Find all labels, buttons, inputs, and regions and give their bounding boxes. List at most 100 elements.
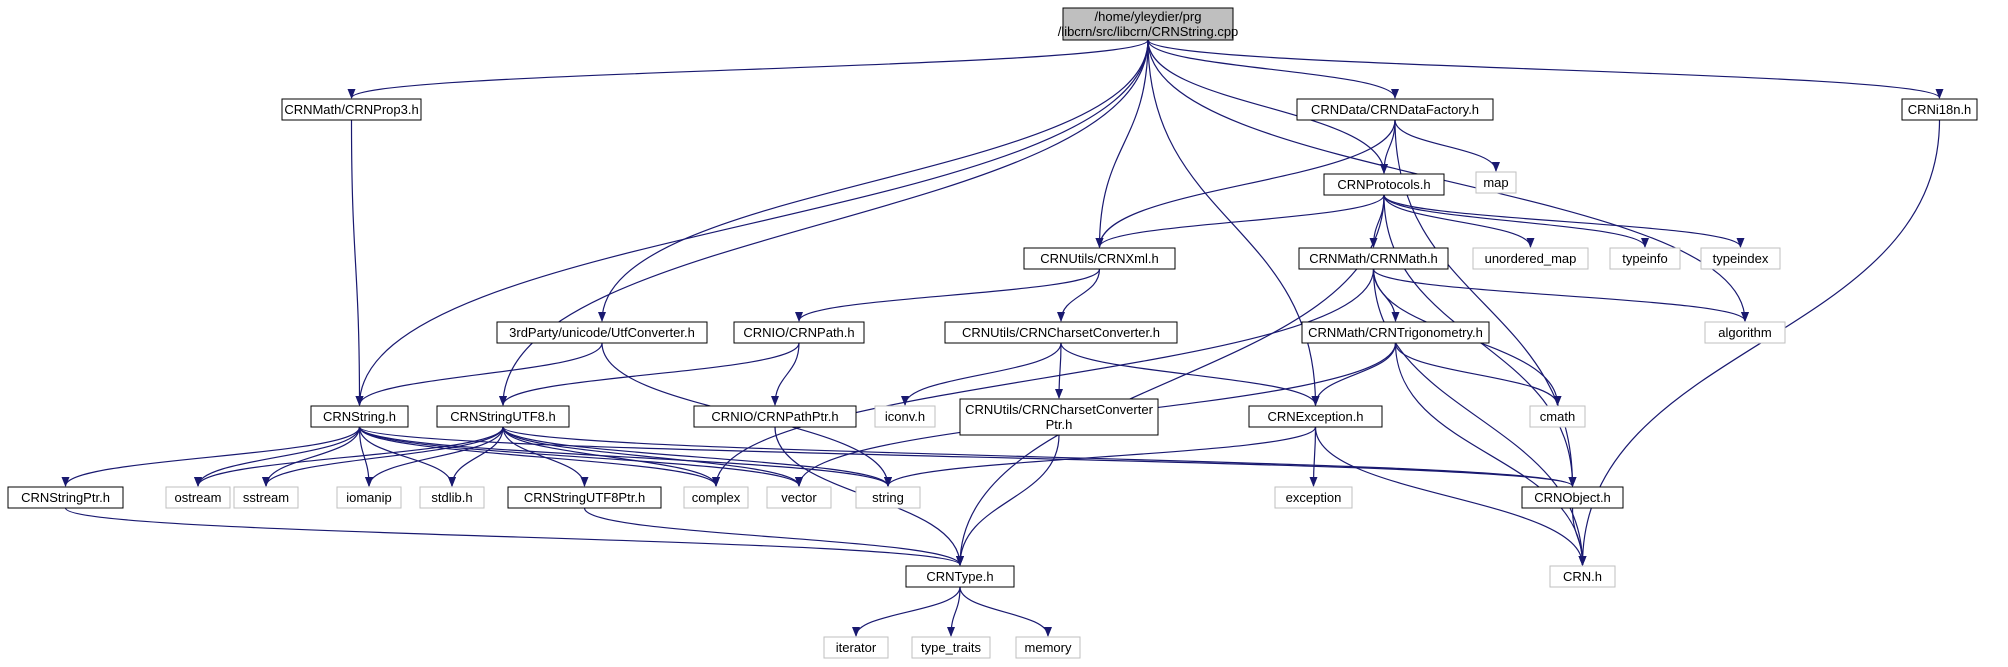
edge-crnstring-to-ostream: [194, 426, 361, 487]
node-label-typeinfo: typeinfo: [1622, 251, 1668, 266]
node-box-cmath: [1529, 405, 1586, 428]
node-stringutf8[interactable]: CRNStringUTF8.h: [436, 405, 570, 428]
node-label-trig: CRNMath/CRNTrigonometry.h: [1308, 325, 1483, 340]
edge-utf8ptr-to-crntype: [583, 507, 964, 566]
node-typeinfo: typeinfo: [1609, 247, 1681, 270]
node-label-protocols: CRNProtocols.h: [1337, 177, 1430, 192]
node-label-utfconverter: 3rdParty/unicode/UtfConverter.h: [509, 325, 695, 340]
node-box-crni18n: [1901, 98, 1978, 121]
node-box-crnmath: [1298, 247, 1449, 270]
node-label-crnmath: CRNMath/CRNMath.h: [1309, 251, 1438, 266]
edge-root-to-stringutf8: [499, 39, 1149, 406]
node-box-charsetconv: [944, 321, 1178, 344]
node-datafactory[interactable]: CRNData/CRNDataFactory.h: [1296, 98, 1494, 121]
node-map: map: [1475, 171, 1517, 194]
node-box-typeindex: [1700, 247, 1781, 270]
node-crnprop3[interactable]: CRNMath/CRNProp3.h: [281, 98, 422, 121]
node-label-root-2: /libcrn/src/libcrn/CRNString.cpp: [1058, 24, 1239, 39]
node-crnobject[interactable]: CRNObject.h: [1521, 486, 1624, 509]
node-box-datafactory: [1296, 98, 1494, 121]
edge-crnstring-to-stringptr: [61, 426, 361, 487]
node-box-crnh: [1549, 565, 1616, 588]
node-box-exception_h: [1248, 405, 1383, 428]
node-crnxml[interactable]: CRNUtils/CRNXml.h: [1023, 247, 1176, 270]
edge-crnstring-to-vector: [358, 426, 803, 487]
edge-trig-to-crnh: [1394, 342, 1587, 566]
edge-crntype-to-type_traits: [947, 586, 961, 637]
node-label-stringutf8: CRNStringUTF8.h: [450, 409, 555, 424]
edge-root-to-protocols: [1147, 39, 1388, 174]
node-complex: complex: [683, 486, 749, 509]
edge-stringutf8-to-iomanip: [365, 426, 504, 487]
node-label-sstream: sstream: [243, 490, 289, 505]
node-stringptr[interactable]: CRNStringPtr.h: [7, 486, 124, 509]
node-cmath: cmath: [1529, 405, 1586, 428]
node-crntype[interactable]: CRNType.h: [905, 565, 1015, 588]
node-label-crnpath: CRNIO/CRNPath.h: [743, 325, 854, 340]
node-crnpath[interactable]: CRNIO/CRNPath.h: [733, 321, 865, 344]
node-box-crnobject: [1521, 486, 1624, 509]
node-stdlib: stdlib.h: [419, 486, 485, 509]
edge-crnstring-to-string: [358, 426, 892, 487]
node-iconv: iconv.h: [874, 405, 936, 428]
edge-stringutf8-to-vector: [502, 426, 803, 487]
edge-crnxml-to-charsetconv: [1057, 268, 1101, 322]
edge-crnprop3-to-crnstring: [350, 119, 364, 406]
edge-protocols-to-typeinfo: [1383, 194, 1649, 248]
node-memory: memory: [1015, 636, 1081, 659]
edge-crntype-to-iterator: [852, 586, 961, 637]
node-box-stdlib: [419, 486, 485, 509]
edge-stringutf8-to-ostream: [194, 426, 504, 487]
node-iterator: iterator: [823, 636, 889, 659]
node-label-crnh: CRN.h: [1563, 569, 1602, 584]
node-string: string: [855, 486, 921, 509]
node-label-iconv: iconv.h: [885, 409, 925, 424]
node-box-iomanip: [336, 486, 402, 509]
node-label-crntype: CRNType.h: [926, 569, 993, 584]
edge-exception_h-to-crnh: [1314, 426, 1587, 566]
node-box-iterator: [823, 636, 889, 659]
edge-stringutf8-to-string: [502, 426, 892, 487]
node-box-crnpath: [733, 321, 865, 344]
node-box-iconv: [874, 405, 936, 428]
node-root[interactable]: /home/yleydier/prg/libcrn/src/libcrn/CRN…: [1058, 7, 1239, 41]
node-label-unordered_map: unordered_map: [1485, 251, 1577, 266]
node-label-charsetptr-2: Ptr.h: [1046, 417, 1073, 432]
node-box-typeinfo: [1609, 247, 1681, 270]
node-exception_h[interactable]: CRNException.h: [1248, 405, 1383, 428]
edge-crnobject-to-crnh: [1571, 507, 1587, 566]
node-charsetconv[interactable]: CRNUtils/CRNCharsetConverter.h: [944, 321, 1178, 344]
node-iomanip: iomanip: [336, 486, 402, 509]
node-ostream: ostream: [165, 486, 231, 509]
node-label-crnstring: CRNString.h: [323, 409, 396, 424]
node-label-iterator: iterator: [836, 640, 877, 655]
edge-charsetconv-to-iconv: [901, 342, 1062, 406]
edge-charsetconv-to-charsetptr: [1055, 342, 1064, 399]
node-label-exception: exception: [1286, 490, 1342, 505]
node-box-protocols: [1323, 173, 1445, 196]
node-crnstring[interactable]: CRNString.h: [310, 405, 409, 428]
edge-exception_h-to-exception: [1309, 426, 1318, 487]
node-label-charsetconv: CRNUtils/CRNCharsetConverter.h: [962, 325, 1160, 340]
node-unordered_map: unordered_map: [1472, 247, 1589, 270]
node-utfconverter[interactable]: 3rdParty/unicode/UtfConverter.h: [496, 321, 708, 344]
node-protocols[interactable]: CRNProtocols.h: [1323, 173, 1445, 196]
node-label-crnxml: CRNUtils/CRNXml.h: [1040, 251, 1158, 266]
node-pathptr[interactable]: CRNIO/CRNPathPtr.h: [693, 405, 857, 428]
node-label-crnprop3: CRNMath/CRNProp3.h: [284, 102, 418, 117]
node-label-stdlib: stdlib.h: [431, 490, 472, 505]
node-box-memory: [1015, 636, 1081, 659]
node-label-datafactory: CRNData/CRNDataFactory.h: [1311, 102, 1479, 117]
node-crnmath[interactable]: CRNMath/CRNMath.h: [1298, 247, 1449, 270]
edge-protocols-to-unordered_map: [1383, 194, 1535, 248]
edge-root-to-crnstring: [355, 39, 1149, 406]
node-trig[interactable]: CRNMath/CRNTrigonometry.h: [1301, 321, 1490, 344]
edge-stringutf8-to-crnobject: [502, 426, 1577, 487]
node-box-unordered_map: [1472, 247, 1589, 270]
edge-root-to-algorithm: [1147, 39, 1749, 322]
node-utf8ptr[interactable]: CRNStringUTF8Ptr.h: [507, 486, 662, 509]
node-crni18n[interactable]: CRNi18n.h: [1901, 98, 1978, 121]
node-sstream: sstream: [233, 486, 299, 509]
